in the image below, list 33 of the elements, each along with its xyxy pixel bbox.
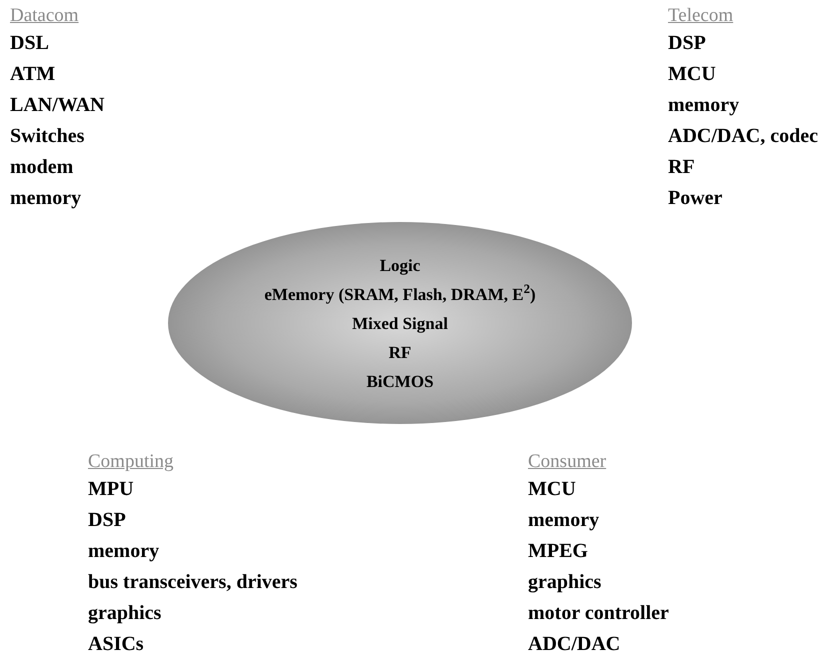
list-item: MPU [88,477,135,502]
ellipse-text: BiCMOS [366,370,434,392]
list-item: DSP [88,508,127,533]
list-item: graphics [88,601,162,626]
category-heading: Telecom [668,4,734,28]
list-item: ADC/DAC [528,632,622,657]
list-item: RF [668,155,696,180]
list-item: memory [88,539,160,564]
list-item: DSL [10,31,50,56]
list-item: DSP [668,31,707,56]
list-item: graphics [528,570,602,595]
ellipse-text: RF [388,342,412,364]
category-heading: Datacom [10,4,80,28]
list-item: memory [528,508,600,533]
list-item: bus transceivers, drivers [88,570,298,595]
list-item: ASICs [88,632,145,657]
list-item: MCU [668,62,717,87]
ellipse-text: Logic [380,254,420,277]
category-heading: Consumer [528,450,608,474]
ellipse-text: eMemory (SRAM, Flash, DRAM, E$^{2}$) [264,281,536,306]
list-item: ATM [10,62,56,87]
list-item: MPEG [528,539,589,564]
list-item: ADC/DAC, codec [668,124,818,149]
list-item: memory [10,186,82,211]
category-heading: Computing [88,450,175,474]
list-item: memory [668,93,740,118]
list-item: Power [668,186,724,211]
list-item: MCU [528,477,577,502]
list-item: LAN/WAN [10,93,104,118]
list-item: modem [10,155,74,180]
list-item: motor controller [528,601,669,626]
ellipse-text: Mixed Signal [352,312,448,335]
list-item: Switches [10,124,86,149]
